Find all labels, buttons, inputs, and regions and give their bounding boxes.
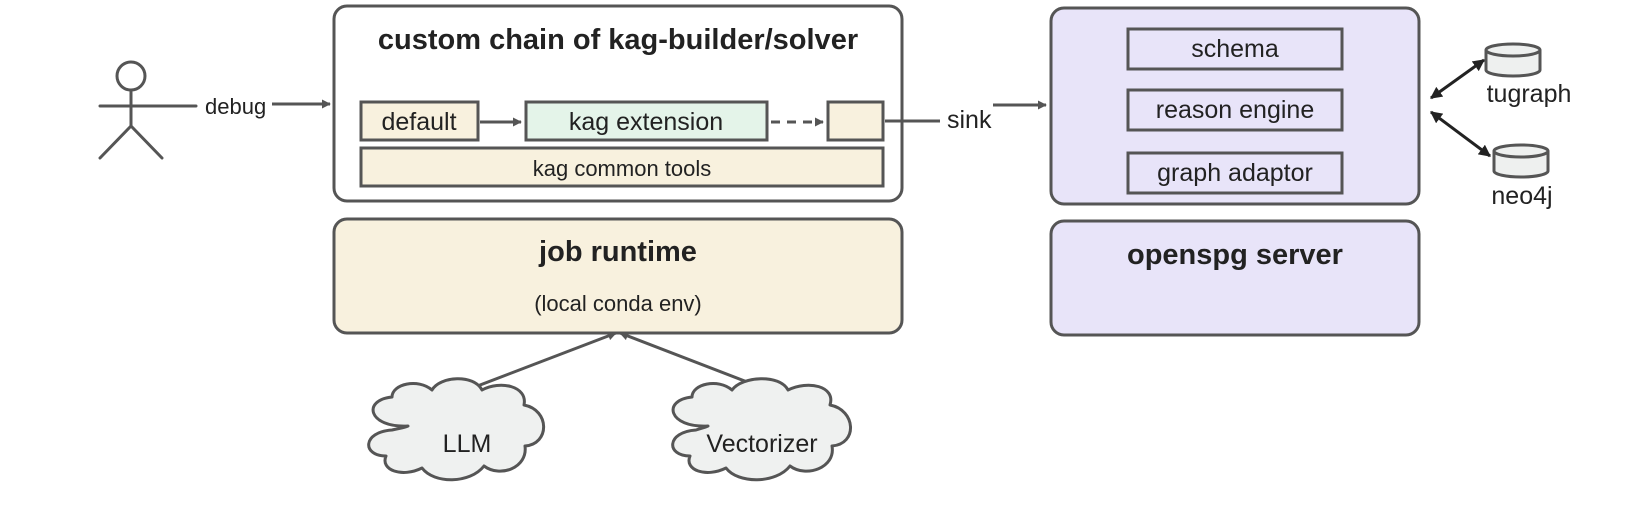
default-block: default [359,100,480,142]
kag-extension-label: kag extension [569,108,723,136]
job-runtime-container: job runtime (local conda env) [332,217,904,335]
neo4j-bidirectional-arrow [1430,110,1491,158]
cloud-icon [671,377,852,482]
schema-label: schema [1191,35,1279,63]
tugraph-bidirectional-arrow [1430,58,1485,100]
vectorizer-label: Vectorizer [706,430,817,458]
neo4j-database: neo4j [1491,143,1553,210]
llm-cloud: LLM [367,377,546,482]
llm-to-runtime-arrow [466,331,617,392]
sink-edge-label: sink [947,106,992,134]
debug-edge-label: debug [205,94,266,119]
chain-output-block [826,100,885,142]
database-cylinder-icon [1484,42,1542,78]
kag-common-tools-label: kag common tools [533,156,712,181]
custom-chain-container: custom chain of kag-builder/solver defau… [332,4,904,203]
vectorizer-cloud: Vectorizer [671,377,852,482]
custom-chain-title: custom chain of kag-builder/solver [378,24,858,56]
job-runtime-subtitle: (local conda env) [534,291,702,316]
llm-label: LLM [443,430,492,458]
cloud-icon [367,377,546,482]
schema-module: schema [1126,27,1344,71]
database-cylinder-icon [1492,143,1550,179]
kag-extension-block: kag extension [524,100,769,142]
tugraph-label: tugraph [1487,80,1572,108]
job-runtime-title: job runtime [538,236,697,268]
server-modules-container: schema reason engine graph adaptor [1049,6,1421,206]
openspg-server-container: openspg server [1049,219,1421,337]
default-label: default [381,108,456,136]
stick-figure-user-icon [98,60,198,160]
neo4j-label: neo4j [1491,182,1552,210]
graph-adaptor-module: graph adaptor [1126,151,1344,195]
openspg-server-title: openspg server [1127,239,1343,271]
tugraph-database: tugraph [1484,42,1572,108]
user-actor: debug [98,60,266,160]
graph-adaptor-label: graph adaptor [1157,159,1313,187]
reason-engine-module: reason engine [1126,88,1344,132]
reason-engine-label: reason engine [1156,96,1314,124]
kag-common-tools-block: kag common tools [359,146,885,188]
